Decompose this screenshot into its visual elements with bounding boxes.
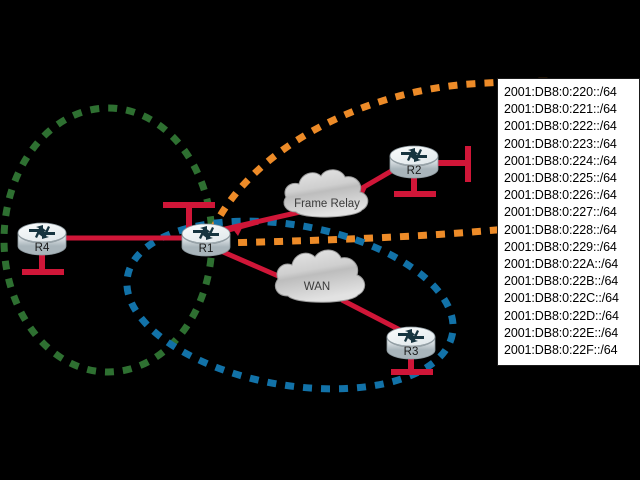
router-r4[interactable]: R4 (17, 222, 67, 256)
cloud-frame-relay: Frame Relay (283, 169, 369, 218)
prefix-list-item: 2001:DB8:0:228::/64 (504, 222, 617, 237)
blue-loop (123, 217, 457, 393)
router-r2[interactable]: R2 (389, 145, 439, 179)
prefix-list-item: 2001:DB8:0:223::/64 (504, 136, 617, 151)
cloud-wan: WAN (274, 249, 366, 303)
prefix-list-item: 2001:DB8:0:227::/64 (504, 205, 617, 220)
router-r1[interactable]: R1 (181, 223, 231, 257)
cloud-label-wan: WAN (304, 281, 330, 293)
stub-r2-right (438, 146, 471, 182)
prefix-list-item: 2001:DB8:0:225::/64 (504, 171, 617, 186)
prefix-list-item: 2001:DB8:0:226::/64 (504, 188, 617, 203)
prefix-list-item: 2001:DB8:0:221::/64 (504, 102, 617, 117)
prefix-list-item: 2001:DB8:0:22B::/64 (504, 274, 619, 289)
router-label-r1: R1 (199, 243, 214, 255)
orange-loop (208, 77, 640, 247)
prefix-list-panel: 2001:DB8:0:220::/64 2001:DB8:0:221::/64 … (497, 78, 640, 366)
router-label-r2: R2 (407, 165, 422, 177)
prefix-list-item: 2001:DB8:0:220::/64 (504, 85, 617, 99)
prefix-list-item: 2001:DB8:0:22F::/64 (504, 343, 618, 358)
prefix-list-item: 2001:DB8:0:22A::/64 (504, 257, 619, 272)
router-label-r3: R3 (404, 346, 419, 358)
prefix-list-item: 2001:DB8:0:22D::/64 (504, 308, 619, 323)
prefix-list-item: 2001:DB8:0:222::/64 (504, 119, 617, 134)
cloud-label-frame-relay: Frame Relay (294, 198, 360, 210)
router-r3[interactable]: R3 (386, 326, 436, 360)
prefix-list-item: 2001:DB8:0:229::/64 (504, 239, 617, 254)
prefix-list-item: 2001:DB8:0:22E::/64 (504, 325, 619, 340)
stub-r2-bottom (394, 176, 436, 197)
router-label-r4: R4 (35, 242, 50, 254)
link-wan-r3 (340, 297, 402, 333)
prefix-list-item: 2001:DB8:0:224::/64 (504, 153, 617, 168)
prefix-list-item: 2001:DB8:0:22C::/64 (504, 291, 619, 306)
